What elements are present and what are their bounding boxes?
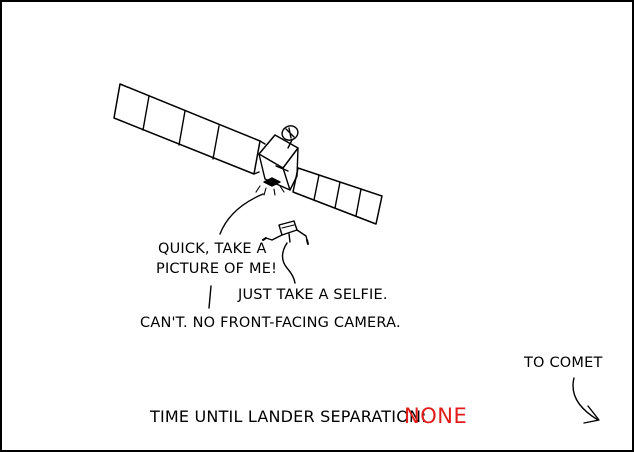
- dialogue-line-1b: PICTURE OF ME!: [156, 261, 278, 277]
- dialogue-line-1a: QUICK, TAKE A: [158, 241, 267, 257]
- arrow-to-comet-icon: [572, 377, 600, 424]
- speech-tail-orbiter-reply: [208, 285, 212, 309]
- separation-value: NONE: [404, 404, 468, 428]
- separation-label: TIME UNTIL LANDER SEPARATION:: [150, 407, 427, 426]
- antenna-dish-icon: [281, 125, 299, 149]
- dialogue-line-2: JUST TAKE A SELFIE.: [238, 287, 388, 303]
- lander-icon: [262, 220, 309, 245]
- speech-tail-lander: [281, 242, 296, 284]
- left-solar-array: [113, 83, 266, 175]
- dialogue-line-3: CAN'T. NO FRONT-FACING CAMERA.: [140, 315, 401, 331]
- speech-tail-orbiter: [219, 193, 264, 235]
- camera-mount-icon: [255, 177, 285, 196]
- right-solar-array: [292, 167, 383, 225]
- to-comet-label: TO COMET: [524, 355, 603, 371]
